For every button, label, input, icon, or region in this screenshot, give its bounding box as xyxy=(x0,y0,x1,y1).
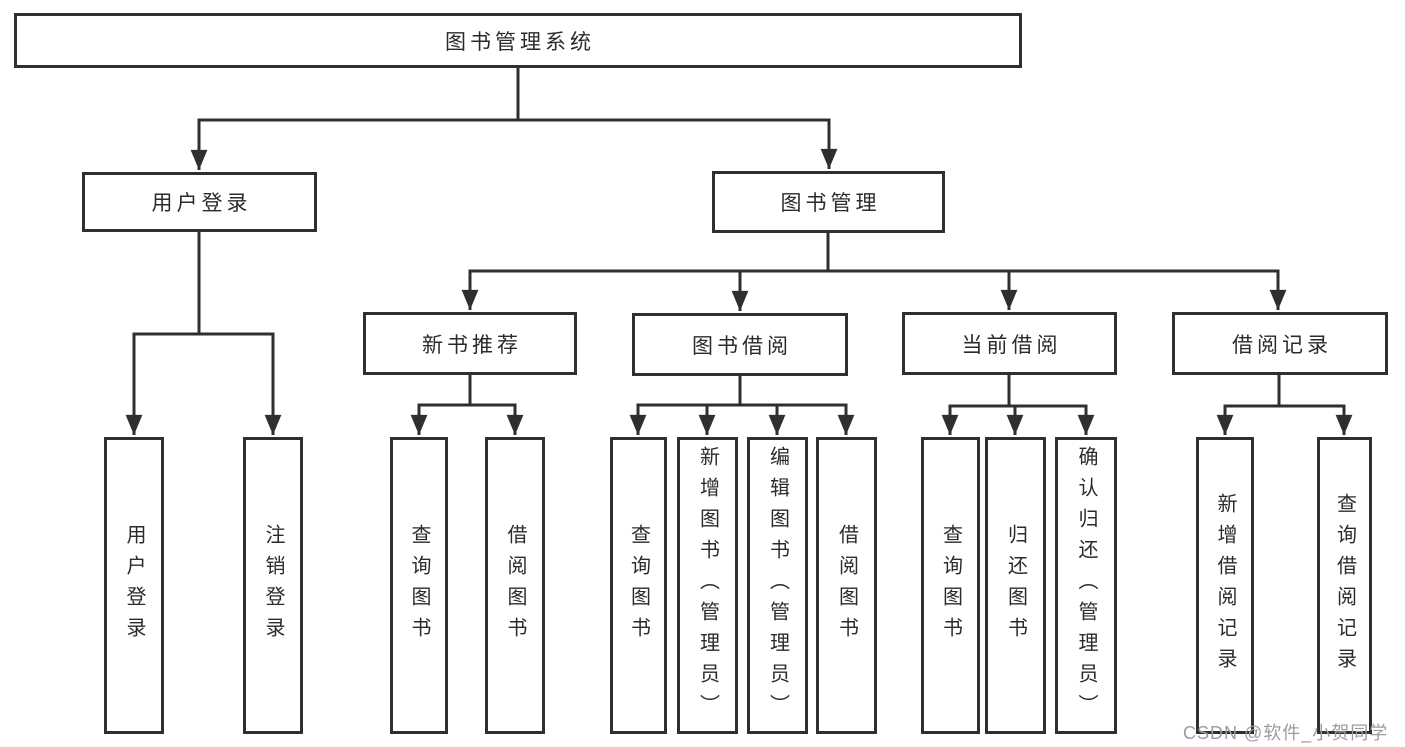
leaf-borrow-books-recommend: 借阅图书 xyxy=(485,437,545,734)
leaf-logout: 注销登录 xyxy=(243,437,303,734)
leaf-borrow-books-label: 借阅图书 xyxy=(835,523,858,648)
branch-borrow-records xyxy=(1216,373,1353,436)
branch-user-login xyxy=(125,230,282,436)
leaf-user-login-label: 用户登录 xyxy=(123,523,145,648)
leaf-confirm-return-admin: 确认归还（管理员） xyxy=(1055,437,1117,734)
branch-book-management xyxy=(461,231,1287,312)
leaf-query-books-recommend-label: 查询图书 xyxy=(408,523,430,648)
leaf-query-books-current: 查询图书 xyxy=(921,437,980,734)
leaf-confirm-return-admin-label: 确认归还（管理员） xyxy=(1075,446,1097,725)
leaf-return-books-label: 归还图书 xyxy=(1004,523,1027,648)
leaf-borrow-books: 借阅图书 xyxy=(816,437,877,734)
node-new-book-recommend-label: 新书推荐 xyxy=(422,333,522,357)
leaf-query-books-borrow-label: 查询图书 xyxy=(627,523,650,648)
node-book-management-label: 图书管理 xyxy=(780,192,881,215)
leaf-return-books: 归还图书 xyxy=(985,437,1046,734)
leaf-query-books-borrow: 查询图书 xyxy=(610,437,667,734)
leaf-query-books-recommend: 查询图书 xyxy=(390,437,448,734)
branch-root xyxy=(190,66,838,170)
leaf-borrow-books-recommend-label: 借阅图书 xyxy=(504,523,526,648)
node-current-borrow: 当前借阅 xyxy=(902,312,1117,375)
leaf-add-borrow-record: 新增借阅记录 xyxy=(1196,437,1254,734)
node-book-borrow-label: 图书借阅 xyxy=(692,334,792,358)
node-book-borrow: 图书借阅 xyxy=(632,313,848,376)
node-user-login-label: 用户登录 xyxy=(151,192,252,215)
leaf-query-books-current-label: 查询图书 xyxy=(939,523,962,648)
leaf-user-login: 用户登录 xyxy=(104,437,164,734)
leaf-logout-label: 注销登录 xyxy=(262,523,284,648)
node-borrow-records-label: 借阅记录 xyxy=(1232,333,1332,357)
node-new-book-recommend: 新书推荐 xyxy=(363,312,577,375)
leaf-add-books-admin-label: 新增图书（管理员） xyxy=(696,446,719,725)
node-user-login: 用户登录 xyxy=(82,172,317,232)
node-current-borrow-label: 当前借阅 xyxy=(961,333,1062,357)
node-borrow-records: 借阅记录 xyxy=(1172,312,1388,375)
leaf-edit-books-admin: 编辑图书（管理员） xyxy=(747,437,808,734)
leaf-add-books-admin: 新增图书（管理员） xyxy=(677,437,738,734)
node-root-label: 图书管理系统 xyxy=(445,30,595,54)
branch-book-borrow xyxy=(629,374,855,436)
leaf-edit-books-admin-label: 编辑图书（管理员） xyxy=(766,446,789,725)
leaf-query-borrow-record-label: 查询借阅记录 xyxy=(1333,492,1356,679)
branch-current-borrow xyxy=(941,373,1095,436)
node-book-management: 图书管理 xyxy=(712,171,945,233)
leaf-add-borrow-record-label: 新增借阅记录 xyxy=(1214,492,1236,679)
node-root: 图书管理系统 xyxy=(14,13,1022,68)
branch-new-book-recommend xyxy=(410,373,524,436)
csdn-watermark: CSDN @软件_小贺同学 xyxy=(1183,723,1389,743)
leaf-query-borrow-record: 查询借阅记录 xyxy=(1317,437,1372,734)
